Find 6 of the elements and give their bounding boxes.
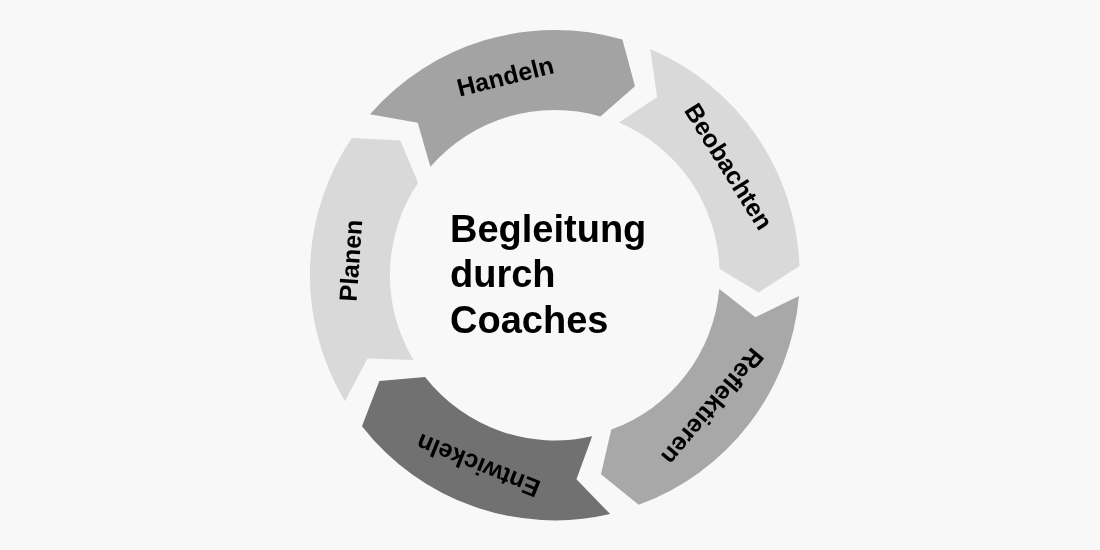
cycle-arrow-segment — [370, 30, 636, 167]
step-label: Handeln — [453, 50, 557, 103]
step-label: Planen — [333, 218, 368, 303]
cycle-arrow-segment — [310, 138, 419, 402]
cycle-arrow-segment — [361, 376, 611, 520]
center-label: Begleitung durch Coaches — [450, 206, 648, 343]
